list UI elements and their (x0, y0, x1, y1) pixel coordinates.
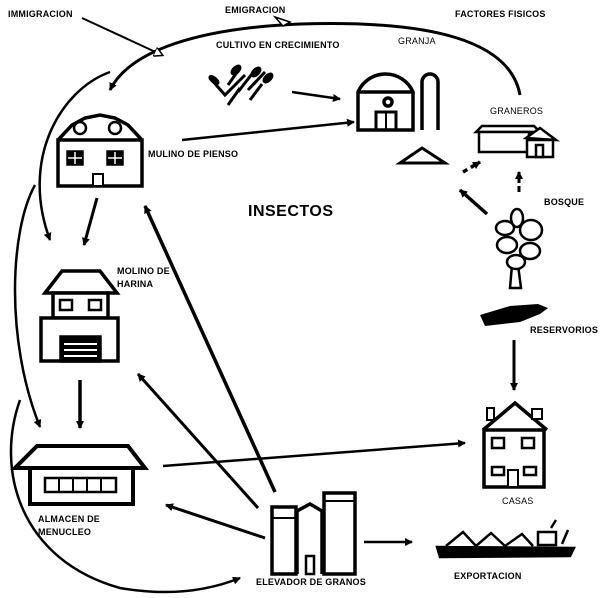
crop-icon (208, 64, 274, 106)
elevator-to-flourmill-arrow (136, 372, 260, 510)
feedmill-to-flourmill-arrow (82, 197, 99, 246)
label-physical-factors: FACTORES FISICOS (455, 9, 546, 19)
left-arc-to-flour-mill (38, 70, 111, 241)
label-forest: BOSQUE (544, 197, 585, 207)
grain-elevator-icon (270, 491, 357, 576)
branstore-to-houses-arrow (162, 439, 466, 468)
elevator-to-feedmill-arrow (143, 205, 277, 493)
label-reservoirs: RESERVORIOS (530, 325, 599, 335)
label-granaries: GRANEROS (490, 106, 544, 116)
emigration-arrow-head (272, 15, 292, 27)
bottom-arc-to-elevator (9, 399, 241, 594)
export-ship-icon (435, 519, 577, 559)
label-bran-store-line2: MENUCLEO (38, 527, 92, 537)
left-arc-to-bran-store (13, 184, 42, 428)
feedmill-to-farm-arrow (181, 118, 355, 142)
label-emigration: EMIGRACION (225, 5, 286, 15)
emigration-arc (108, 22, 522, 96)
feed-mill-icon (56, 113, 144, 188)
label-flour-mill-line2: HARINA (117, 279, 154, 289)
granaries-icon (472, 124, 561, 159)
flour-mill-icon (39, 269, 121, 363)
forest-tree-icon (494, 207, 544, 290)
elevator-to-branstore-arrow (165, 503, 266, 540)
label-flour-mill-line1: MOLINO DE (117, 266, 170, 276)
bran-store-icon (10, 444, 150, 506)
immigration-arrow (81, 17, 162, 55)
label-bran-store-line1: ALMACEN DE (38, 514, 100, 524)
label-immigration: IMMIGRACION (8, 9, 73, 19)
label-houses: CASAS (502, 496, 534, 506)
label-grain-elevator: ELEVADOR DE GRANOS (256, 577, 366, 587)
diagram-title: INSECTOS (248, 203, 334, 220)
crop-to-farm-arrow (291, 90, 341, 102)
houses-icon (481, 400, 549, 489)
label-feed-mill: MULINO DE PIENSO (148, 149, 239, 159)
reservoir-icon (480, 304, 548, 326)
forest-to-farm-arrow (458, 188, 489, 216)
farm-icon (356, 72, 451, 165)
label-growing-crop: CULTIVO EN CRECIMIENTO (216, 40, 340, 50)
label-export: EXPORTACION (454, 571, 522, 581)
forest-to-farm-dash (462, 160, 481, 174)
label-farm: GRANJA (398, 36, 436, 46)
